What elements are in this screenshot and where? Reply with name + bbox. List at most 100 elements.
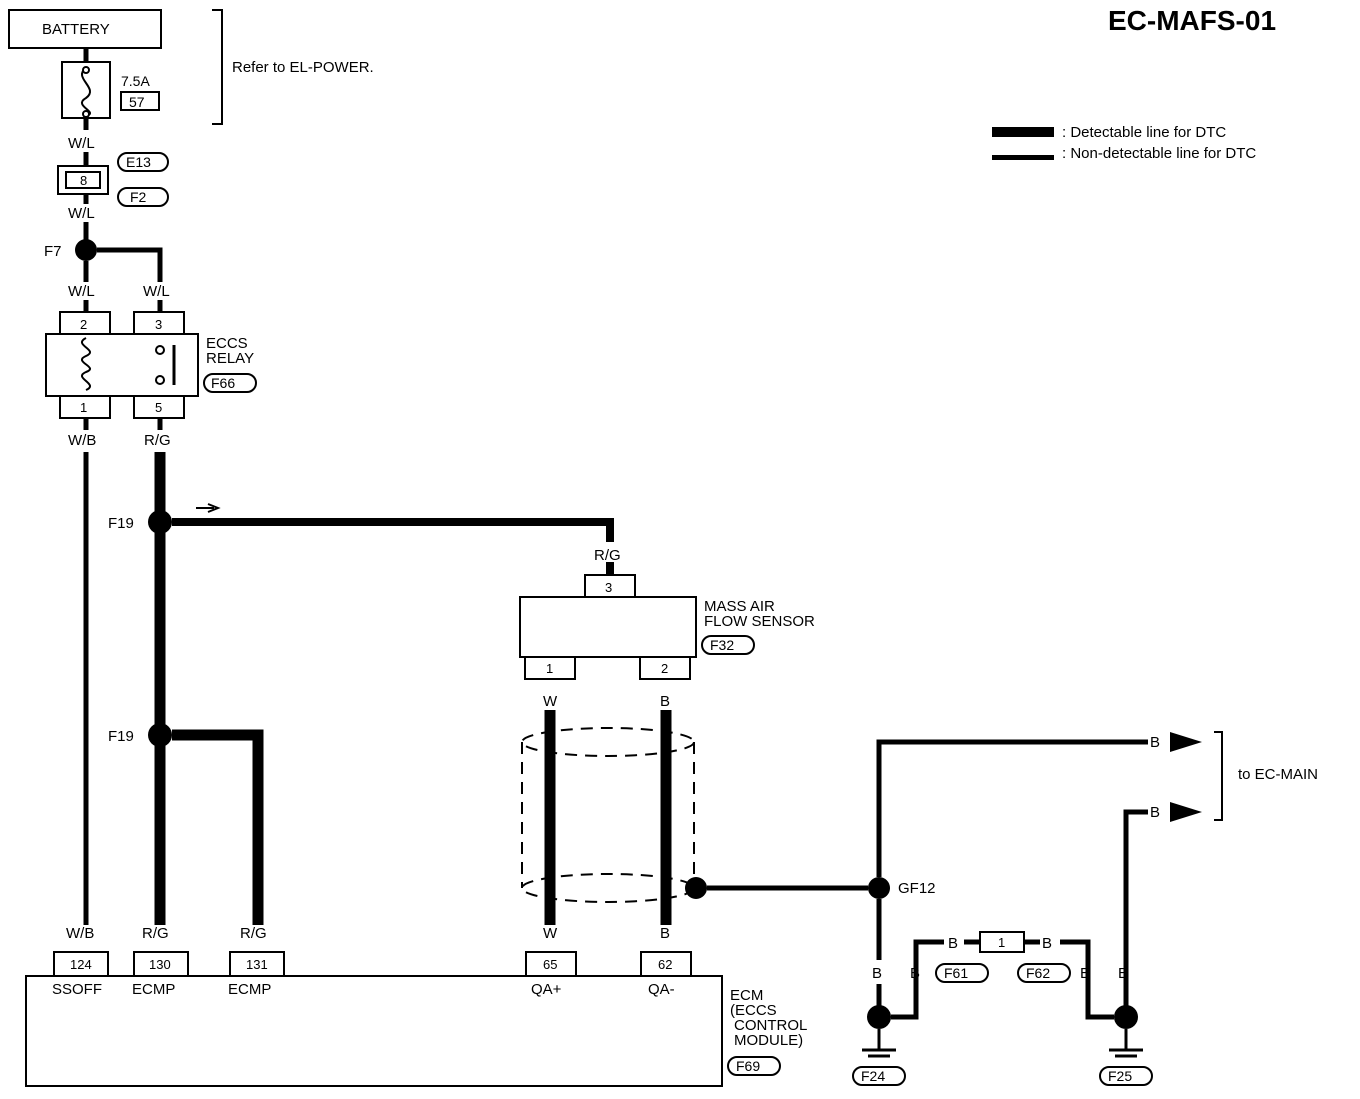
mafs-pin-block bbox=[524, 656, 576, 680]
relay-pin-5: 5 bbox=[155, 400, 162, 415]
connector-pin: 8 bbox=[80, 173, 87, 188]
joint-f7 bbox=[75, 239, 97, 261]
ecm-pin-62: 62 bbox=[658, 957, 672, 972]
connector-tag-f61 bbox=[935, 963, 989, 983]
connector-tag-f32 bbox=[701, 635, 755, 655]
wire-label-wl: W/L bbox=[68, 135, 95, 152]
connector-label-f66: F66 bbox=[211, 375, 235, 391]
ecm-name-line4: MODULE) bbox=[734, 1032, 803, 1049]
eccs-relay-box bbox=[45, 333, 199, 397]
arrow-right-icon bbox=[1170, 732, 1202, 752]
fuse-number: 57 bbox=[129, 94, 145, 110]
wire-ec-main-f25 bbox=[1123, 809, 1148, 1007]
mafs-pin-3: 3 bbox=[605, 580, 612, 595]
ecm-terminal-ssoff: SSOFF bbox=[52, 981, 102, 998]
diagram-title: EC-MAFS-01 bbox=[1108, 5, 1276, 36]
legend-detectable: : Detectable line for DTC bbox=[1062, 124, 1226, 141]
ecm-pin-124: 124 bbox=[70, 957, 92, 972]
wire-label-w: W bbox=[543, 693, 558, 710]
legend-non-detectable: : Non-detectable line for DTC bbox=[1062, 145, 1256, 162]
legend-non-detectable-line bbox=[992, 155, 1054, 160]
mafs-name-line2: FLOW SENSOR bbox=[704, 613, 815, 630]
connector-label-f25: F25 bbox=[1108, 1068, 1132, 1084]
relay-pin-3: 3 bbox=[155, 317, 162, 332]
wire-label-rg: R/G bbox=[144, 432, 171, 449]
connector-tag-f25 bbox=[1099, 1066, 1153, 1086]
arrow-icon bbox=[196, 503, 221, 513]
connector-label-f62: F62 bbox=[1026, 965, 1050, 981]
connector-label-f32: F32 bbox=[710, 637, 734, 653]
to-ec-main-label: to EC-MAIN bbox=[1238, 766, 1318, 783]
wire-label-b: B bbox=[1150, 734, 1160, 751]
wire-gf12-ec-main bbox=[876, 739, 1148, 877]
wire-label-b: B bbox=[660, 925, 670, 942]
mafs-pin-2: 2 bbox=[661, 661, 668, 676]
connector-e13-f2 bbox=[57, 165, 109, 195]
joint-connector-pin: 1 bbox=[998, 935, 1005, 950]
wire-label-b: B bbox=[910, 965, 920, 982]
connector-label-e13: E13 bbox=[126, 154, 151, 170]
relay-name-line2: RELAY bbox=[206, 350, 254, 367]
ecm-pin-131: 131 bbox=[246, 957, 268, 972]
ecm-terminal-ecmp: ECMP bbox=[228, 981, 271, 998]
fuse-terminal-icon bbox=[82, 110, 90, 118]
joint-label-f7: F7 bbox=[44, 243, 62, 260]
ecm-name-line2: (ECCS bbox=[730, 1002, 777, 1019]
fuse-terminal-icon bbox=[82, 66, 90, 74]
ecm-name-line1: ECM bbox=[730, 987, 763, 1004]
wire-f19-ecmp bbox=[172, 729, 264, 925]
connector-label-f2: F2 bbox=[130, 189, 147, 205]
ec-main-bracket bbox=[1214, 731, 1223, 821]
joint-gf12 bbox=[868, 877, 890, 899]
arrow-right-icon bbox=[1170, 802, 1202, 822]
ecm-pin-130: 130 bbox=[149, 957, 171, 972]
wire-label-b: B bbox=[1042, 935, 1052, 952]
ecm-pin-65: 65 bbox=[543, 957, 557, 972]
wire-f7-relay3 bbox=[97, 247, 163, 282]
wire-label-wl: W/L bbox=[143, 283, 170, 300]
wire-label-b: B bbox=[948, 935, 958, 952]
relay-pin-1: 1 bbox=[80, 400, 87, 415]
ground-joint-f25 bbox=[1114, 1005, 1138, 1029]
ecm-terminal-qa-plus: QA+ bbox=[531, 981, 562, 998]
fuse-number-box bbox=[120, 91, 160, 111]
wire-label-b: B bbox=[1118, 965, 1128, 982]
mass-air-flow-sensor-box bbox=[519, 596, 697, 658]
refer-bracket bbox=[212, 9, 223, 125]
joint-f19-upper bbox=[148, 510, 172, 534]
ground-joint-f24 bbox=[867, 1005, 891, 1029]
battery-label: BATTERY bbox=[42, 21, 110, 38]
fuse-rating: 7.5A bbox=[121, 73, 150, 89]
relay-contact-icon bbox=[155, 375, 165, 385]
ecm-terminal-ecmp: ECMP bbox=[132, 981, 175, 998]
wire-label-rg: R/G bbox=[594, 547, 621, 564]
wire-label-wb: W/B bbox=[68, 432, 96, 449]
legend-detectable-line bbox=[992, 127, 1054, 137]
wire-label-wl: W/L bbox=[68, 205, 95, 222]
relay-coil-icon bbox=[81, 337, 91, 391]
wire-label-wl: W/L bbox=[68, 283, 95, 300]
connector-tag-f62 bbox=[1017, 963, 1071, 983]
joint-label-gf12: GF12 bbox=[898, 880, 936, 897]
wire-label-b: B bbox=[1080, 965, 1090, 982]
wire-label-rg: R/G bbox=[240, 925, 267, 942]
fuse-icon bbox=[80, 67, 92, 117]
connector-label-f24: F24 bbox=[861, 1068, 885, 1084]
wire-label-rg: R/G bbox=[142, 925, 169, 942]
mafs-pin-block bbox=[639, 656, 691, 680]
wire-label-b: B bbox=[1150, 804, 1160, 821]
wire-label-wb: W/B bbox=[66, 925, 94, 942]
wire-label-b: B bbox=[872, 965, 882, 982]
ecm-box bbox=[25, 975, 723, 1087]
relay-contact-icon bbox=[155, 345, 165, 355]
refer-note: Refer to EL-POWER. bbox=[232, 59, 374, 76]
mafs-name-line1: MASS AIR bbox=[704, 598, 775, 615]
ecm-name-line3: CONTROL bbox=[734, 1017, 807, 1034]
connector-pin-box bbox=[65, 171, 101, 189]
relay-pin-2: 2 bbox=[80, 317, 87, 332]
wire-f19-mafs bbox=[172, 518, 614, 542]
joint-label-f19: F19 bbox=[108, 728, 134, 745]
wire-f62-f25 bbox=[1060, 939, 1114, 1020]
